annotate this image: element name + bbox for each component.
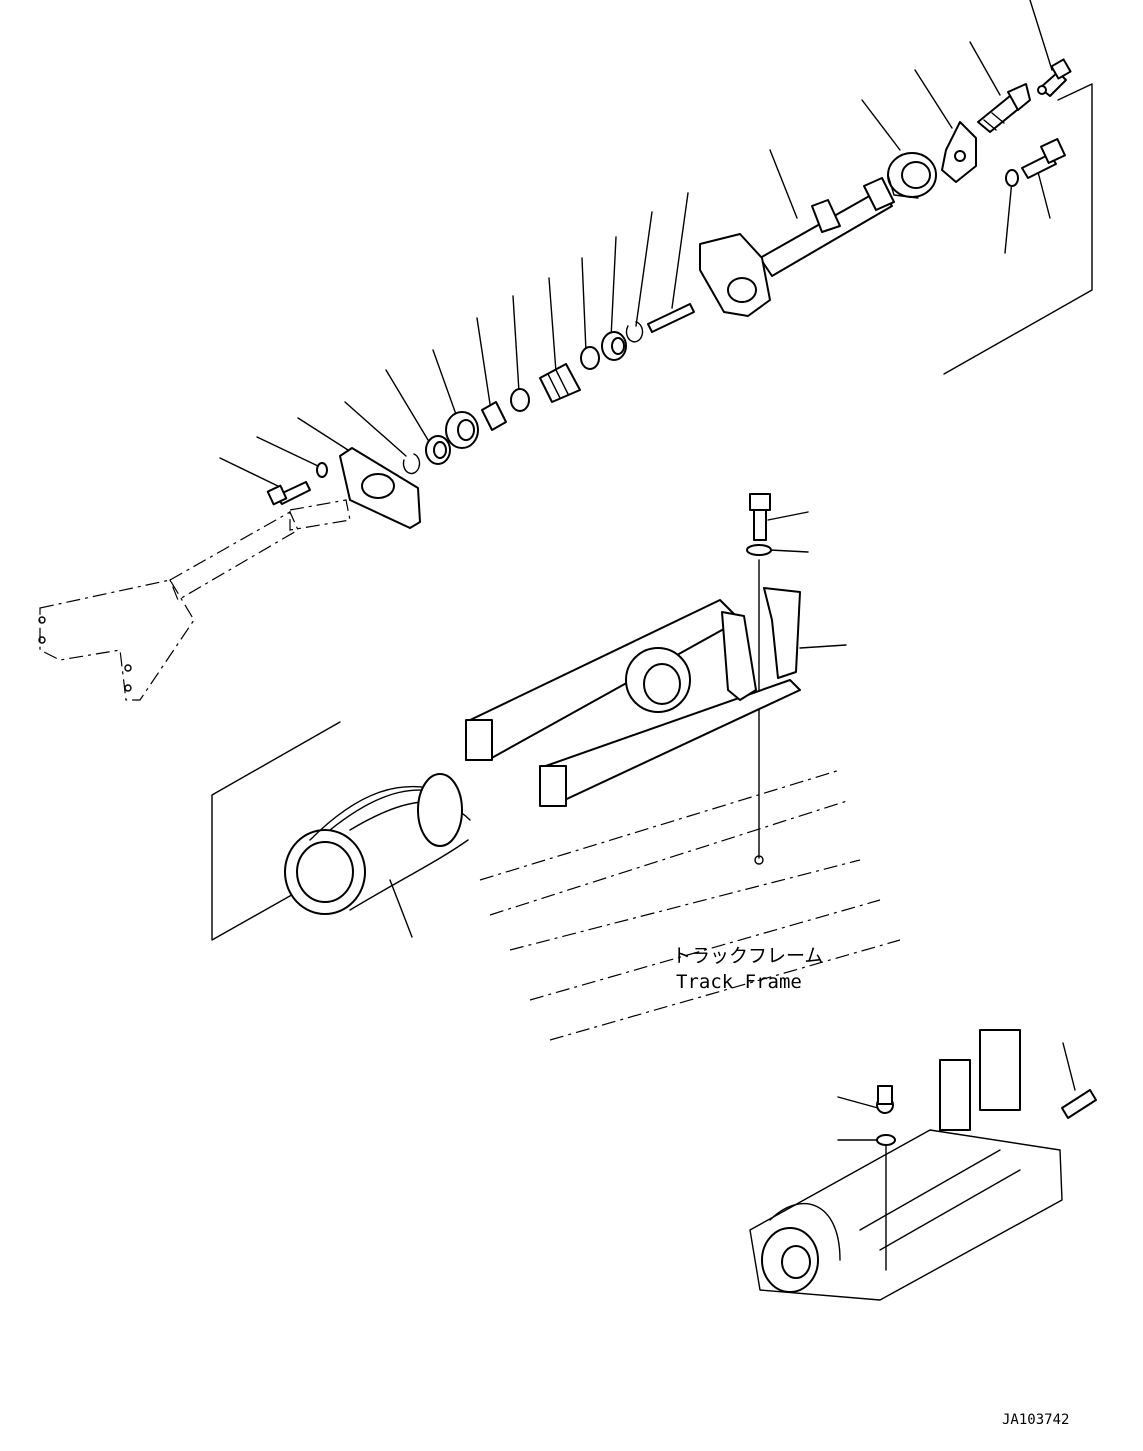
snap-ring-2 bbox=[402, 453, 421, 475]
recoil-cylinder-rod bbox=[699, 177, 895, 317]
cylinder-plug bbox=[481, 401, 507, 431]
bracket-plate bbox=[941, 121, 977, 183]
assembly-view-lower-right bbox=[749, 1029, 1097, 1301]
snap-ring-1 bbox=[625, 321, 644, 343]
grease-fitting-top bbox=[1037, 58, 1072, 97]
track-frame bbox=[479, 769, 901, 1041]
leader-lines bbox=[219, 0, 1076, 1141]
pin bbox=[647, 303, 695, 333]
bolt-center bbox=[749, 493, 771, 541]
flange-plate bbox=[339, 447, 421, 529]
group-box-spring bbox=[211, 721, 351, 941]
group-box-top-right bbox=[943, 83, 1093, 375]
ring-2 bbox=[510, 388, 530, 412]
lock-nut bbox=[887, 152, 937, 199]
track-frame-label-en: Track Frame bbox=[676, 971, 802, 993]
drawing-code: JA103742 bbox=[1002, 1412, 1069, 1428]
bolt-left bbox=[266, 481, 311, 506]
ring-1 bbox=[580, 346, 600, 370]
seal-ring bbox=[425, 435, 451, 465]
washer-left bbox=[316, 462, 328, 478]
track-frame-label-jp: トラックフレーム bbox=[672, 945, 823, 967]
piston bbox=[539, 363, 581, 403]
gear-bushing bbox=[445, 411, 479, 449]
washer-top-right bbox=[1005, 169, 1019, 187]
washer-center bbox=[746, 544, 772, 556]
idler-yoke bbox=[38, 499, 351, 701]
bolt-top-right bbox=[1021, 138, 1066, 179]
plug-valve bbox=[977, 83, 1031, 133]
recoil-spring bbox=[284, 773, 471, 915]
packing-1 bbox=[601, 331, 627, 361]
support-bracket bbox=[465, 587, 801, 807]
